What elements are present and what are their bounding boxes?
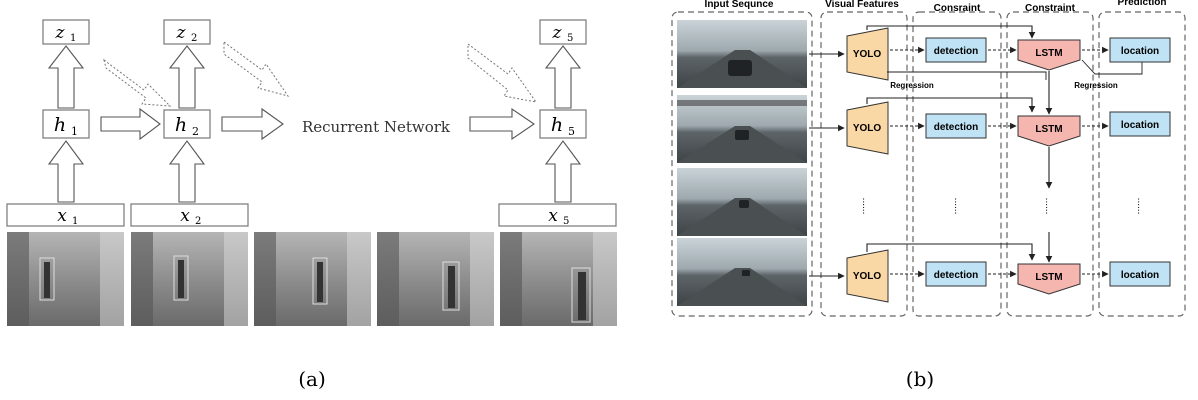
arrow-h1-h2 <box>101 109 160 139</box>
ellipsis-prediction: ...... <box>1135 198 1146 215</box>
road-frame-1 <box>677 20 807 88</box>
x-sub-1: 1 <box>72 216 78 227</box>
lstm-label-2: LSTM <box>1035 124 1062 135</box>
regression-line-left <box>887 72 1046 80</box>
ellipsis-consraint: ...... <box>952 198 963 215</box>
yolo-label-2: YOLO <box>853 123 882 134</box>
x-label-2: x <box>180 206 190 226</box>
arrow-h2-network <box>222 109 283 139</box>
road-frame-4 <box>677 238 807 306</box>
lstm-label-4: LSTM <box>1035 272 1062 283</box>
z-node-5: z 5 <box>540 20 586 44</box>
lstm-node-2: LSTM <box>1018 116 1080 146</box>
z-label-5: z <box>552 23 563 43</box>
panel-a: z 1 z 2 z 5 h 1 h 2 <box>7 20 617 391</box>
location-label-4: location <box>1121 270 1159 281</box>
arrow-h1-z1 <box>49 46 83 108</box>
hallway-frame-4 <box>377 232 494 326</box>
detection-label-4: detection <box>934 270 978 281</box>
header-prediction: Prediction <box>1118 0 1167 8</box>
location-node-4: location <box>1110 262 1170 286</box>
hallway-frame-3 <box>254 232 371 326</box>
location-node-2: location <box>1110 112 1170 136</box>
yolo-label-4: YOLO <box>853 271 882 282</box>
z-sub-1: 1 <box>70 33 76 44</box>
regression-label-left: Regression <box>890 81 934 90</box>
x-node-5: x 5 <box>499 204 616 227</box>
z-node-2: z 2 <box>164 20 210 44</box>
caption-a: (a) <box>298 367 326 391</box>
arrow-x2-h2 <box>170 141 204 202</box>
h-label-1: h <box>54 114 66 136</box>
header-constraint: Constraint <box>1025 3 1076 14</box>
z-sub-2: 2 <box>191 33 197 44</box>
arrow-h5-z5 <box>546 46 580 108</box>
arrow-x1-h1 <box>49 141 83 202</box>
header-consraint: Consraint <box>934 3 981 14</box>
z-label-2: z <box>176 23 187 43</box>
h-sub-2: 2 <box>192 125 199 138</box>
lstm-node-4: LSTM <box>1018 264 1080 294</box>
detection-node-4: detection <box>926 262 986 286</box>
h-sub-5: 5 <box>568 125 575 138</box>
arrow-network-h5 <box>470 109 534 139</box>
regression-label-right: Regression <box>1074 81 1118 90</box>
hallway-frames <box>7 232 617 326</box>
h-node-5: h 5 <box>540 110 586 138</box>
location-node-1: location <box>1110 38 1170 62</box>
location-label-2: location <box>1121 120 1159 131</box>
header-input: Input Sequnce <box>705 0 774 10</box>
x-label-1: x <box>57 206 67 226</box>
dotted-arrow-1 <box>104 60 170 106</box>
h-node-1: h 1 <box>43 110 89 138</box>
x-node-1: x 1 <box>7 204 124 227</box>
panel-b: Input Sequnce Visual Features Consraint … <box>672 0 1185 391</box>
yolo-node-4: YOLO <box>847 250 888 302</box>
network-label: Recurrent Network <box>302 118 451 136</box>
caption-b: (b) <box>906 367 934 391</box>
detection-node-1: detection <box>926 38 986 62</box>
x-sub-5: 5 <box>563 216 569 227</box>
yolo-label-1: YOLO <box>853 49 882 60</box>
ellipsis-visual: ...... <box>860 198 871 215</box>
z-node-1: z 1 <box>43 20 89 44</box>
h-sub-1: 1 <box>71 125 78 138</box>
z-sub-5: 5 <box>567 33 573 44</box>
ellipsis-constraint: ...... <box>1043 198 1054 215</box>
x-sub-2: 2 <box>195 216 201 227</box>
x-label-5: x <box>548 206 558 226</box>
x-node-2: x 2 <box>131 204 248 227</box>
hallway-frame-2 <box>131 232 248 326</box>
lstm-label-1: LSTM <box>1035 48 1062 59</box>
road-frames <box>677 20 807 306</box>
header-visual: Visual Features <box>825 0 899 10</box>
h-label-2: h <box>175 114 187 136</box>
detection-node-2: detection <box>926 114 986 138</box>
detection-label-1: detection <box>934 46 978 57</box>
h-label-5: h <box>551 114 563 136</box>
location-label-1: location <box>1121 46 1159 57</box>
road-frame-3 <box>677 168 807 236</box>
dotted-arrow-3 <box>468 44 536 102</box>
detection-label-2: detection <box>934 122 978 133</box>
arrow-h2-z2 <box>170 46 204 108</box>
z-label-1: z <box>55 23 66 43</box>
yolo-node-2: YOLO <box>847 102 888 154</box>
hallway-frame-1 <box>7 232 124 326</box>
hallway-frame-5 <box>500 232 617 326</box>
lstm-node-1: LSTM <box>1018 40 1080 70</box>
road-frame-2 <box>677 95 807 163</box>
dotted-arrow-2 <box>224 42 288 96</box>
yolo-node-1: YOLO <box>847 28 888 80</box>
h-node-2: h 2 <box>164 110 210 138</box>
arrow-x5-h5 <box>546 141 580 202</box>
